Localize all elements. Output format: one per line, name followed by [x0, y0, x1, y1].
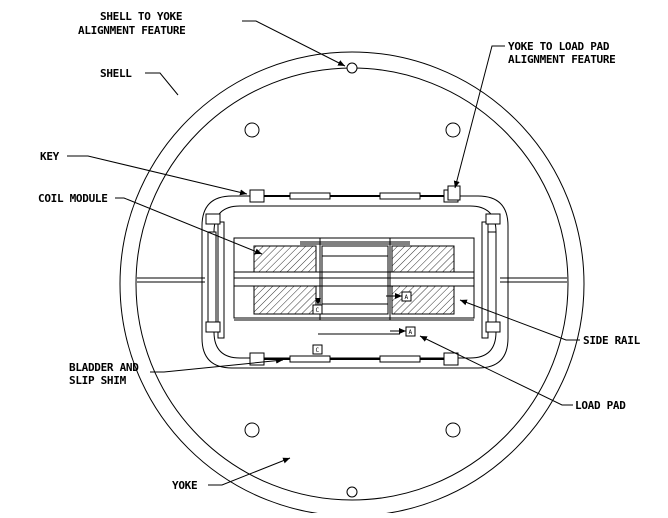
slip-shim-bottom-right: [379, 355, 421, 363]
leader-key: [67, 155, 248, 196]
pad-window-outline: [201, 195, 509, 369]
side-rail-left-clamp-top: [205, 213, 221, 225]
label-load-pad: LOAD PAD: [575, 399, 626, 412]
label-shell-to-yoke-line2: ALIGNMENT FEATURE: [78, 24, 185, 37]
marker-3: C: [316, 347, 320, 354]
coil-winding-top-left: [253, 245, 317, 273]
label-shell: SHELL: [100, 67, 132, 80]
coil-pole-island: [321, 245, 389, 315]
marker-1: C: [316, 307, 320, 314]
label-yoke: YOKE: [172, 479, 197, 492]
coil-winding-bottom-left: [253, 285, 317, 315]
leader-shell: [145, 72, 179, 96]
side-rails: [205, 213, 501, 339]
marker-box-3: [312, 344, 323, 355]
leader-load-pad: [419, 335, 573, 406]
slip-shim-bottom-left: [289, 355, 331, 363]
marker-2: A: [405, 294, 409, 301]
leaders: [67, 20, 580, 486]
label-shell-to-yoke-line1: SHELL TO YOKE: [100, 10, 182, 23]
yoke: [137, 122, 567, 438]
slip-shim-top-left: [289, 192, 331, 200]
label-key: KEY: [40, 150, 60, 163]
pad-inner-outline: [213, 205, 497, 359]
key-bottom-right: [443, 352, 459, 366]
yoke-hole-top-left: [244, 122, 260, 138]
yoke-hole-bottom-left: [244, 422, 260, 438]
key-top-left: [249, 189, 265, 203]
coil-winding-bottom-right: [391, 285, 455, 315]
leader-shell-to-yoke: [242, 20, 346, 67]
shell-inner-circle: [135, 67, 569, 501]
coil-module: [233, 237, 475, 321]
shell-to-yoke-alignment-pin-bottom: [346, 486, 358, 498]
labels: SHELL TO YOKE ALIGNMENT FEATURE YOKE TO …: [38, 10, 641, 492]
side-rail-left-outer: [207, 231, 217, 329]
side-rail-right-clamp-bottom: [485, 321, 501, 333]
leader-coil-module: [115, 197, 263, 255]
yoke-hole-bottom-right: [445, 422, 461, 438]
side-rail-left-clamp-bottom: [205, 321, 221, 333]
side-rail-right-clamp-top: [485, 213, 501, 225]
label-bladder-line2: SLIP SHIM: [69, 374, 127, 387]
leader-yoke-to-load-pad: [453, 45, 505, 189]
label-yoke-to-load-pad-line1: YOKE TO LOAD PAD: [508, 40, 610, 53]
leader-side-rail: [459, 299, 580, 341]
label-side-rail: SIDE RAIL: [583, 334, 641, 347]
side-rail-right-inner: [481, 221, 489, 339]
leader-yoke: [208, 457, 291, 486]
section-markers: C A C A: [312, 291, 416, 355]
side-rail-left-inner: [217, 221, 225, 339]
marker-4: A: [409, 329, 413, 336]
label-bladder-line1: BLADDER AND: [69, 361, 139, 374]
yoke-to-load-pad-alignment-block: [447, 185, 461, 201]
yoke-hole-top-right: [445, 122, 461, 138]
shell-to-yoke-alignment-pin-top: [346, 62, 358, 74]
label-coil-module: COIL MODULE: [38, 192, 108, 205]
coil-winding-top-right: [391, 245, 455, 273]
leader-bladder: [150, 357, 284, 373]
label-yoke-to-load-pad-line2: ALIGNMENT FEATURE: [508, 53, 615, 66]
slip-shim-top-right: [379, 192, 421, 200]
pad-window: [201, 195, 509, 369]
